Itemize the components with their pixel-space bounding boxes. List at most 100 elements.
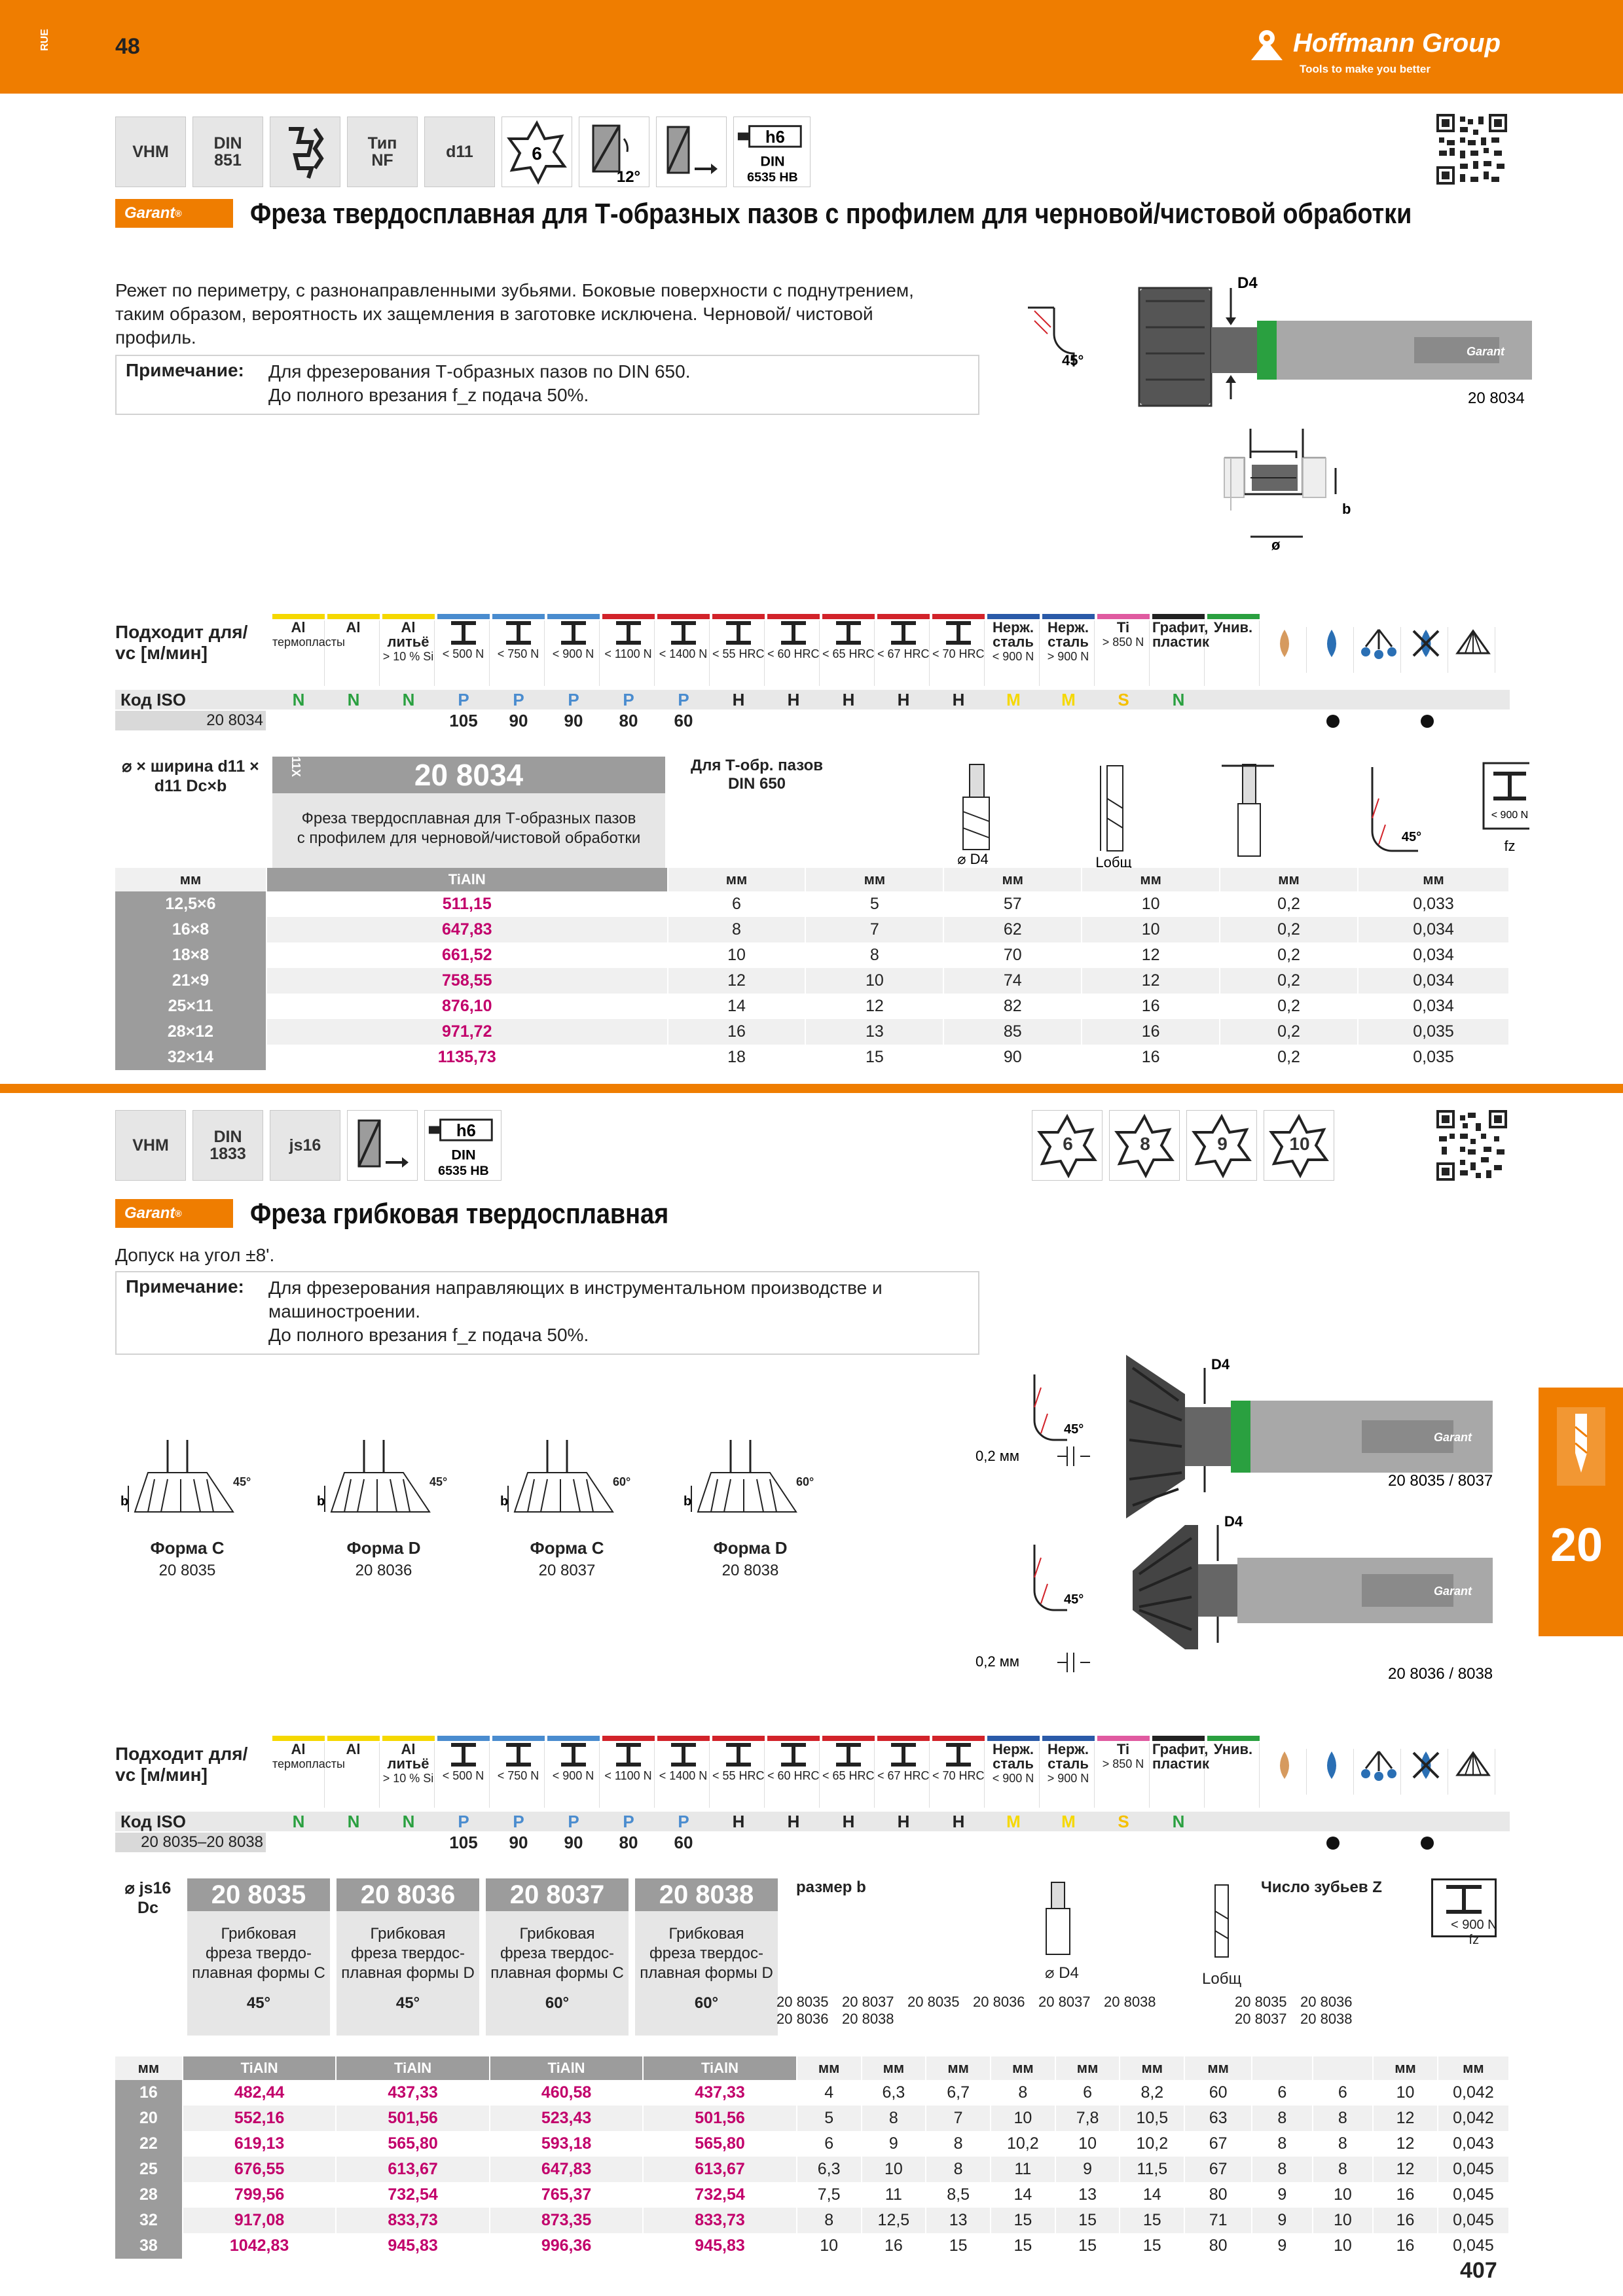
suit-col: Графит, пластик — [1152, 620, 1209, 686]
iso-code: H — [897, 1812, 910, 1831]
suit-col: Al — [327, 620, 380, 686]
suit-col: Al литьё> 10 % Si — [382, 620, 435, 686]
price-cell[interactable]: 833,73 — [643, 2208, 797, 2233]
value-cell: 90 — [943, 1045, 1083, 1070]
iso-row-bg — [115, 690, 1510, 709]
value-cell: 6 — [1252, 2080, 1313, 2106]
price-cell[interactable]: 647,83 — [489, 2157, 644, 2182]
price-cell[interactable]: 661,52 — [266, 942, 668, 968]
price-cell[interactable]: 552,16 — [182, 2106, 337, 2131]
price-cell[interactable]: 676,55 — [182, 2157, 337, 2182]
coating-header: TiAlN — [643, 2056, 797, 2080]
price-cell[interactable]: 523,43 — [489, 2106, 644, 2131]
size-cell: 18×8 — [115, 942, 267, 968]
suit-col: Унив. — [1207, 1742, 1260, 1808]
sub-header: 20 8037 20 8038 — [842, 1994, 894, 2027]
tooth-count-10-icon: 10 — [1264, 1110, 1334, 1181]
price-cell[interactable]: 511,15 — [266, 891, 668, 917]
price-cell[interactable]: 593,18 — [489, 2131, 644, 2157]
tooth-count-label: 8 — [1140, 1134, 1150, 1154]
size-cell: 20 — [115, 2106, 183, 2131]
badge-js16: js16 — [270, 1110, 340, 1181]
steel-beam-icon — [932, 1742, 984, 1768]
suit-col-sub: < 750 N — [497, 647, 539, 660]
suit-color-stripe — [712, 614, 765, 619]
price-cell[interactable]: 565,80 — [336, 2131, 490, 2157]
price-cell[interactable]: 501,56 — [336, 2106, 490, 2131]
price-cell[interactable]: 917,08 — [182, 2208, 337, 2233]
price-cell[interactable]: 1042,83 — [182, 2233, 337, 2259]
price-cell[interactable]: 732,54 — [336, 2182, 490, 2208]
badge-vhm-2: VHM — [115, 1110, 186, 1181]
price-cell[interactable]: 565,80 — [643, 2131, 797, 2157]
price-cell[interactable]: 799,56 — [182, 2182, 337, 2208]
price-cell[interactable]: 765,37 — [489, 2182, 644, 2208]
unit — [1312, 2056, 1374, 2080]
coolant-icon — [1309, 627, 1354, 673]
price-cell[interactable]: 945,83 — [336, 2233, 490, 2259]
price-cell[interactable]: 619,13 — [182, 2131, 337, 2157]
value-cell: 16 — [1373, 2208, 1438, 2233]
price-cell[interactable]: 945,83 — [643, 2233, 797, 2259]
value-cell: 12 — [1373, 2157, 1438, 2182]
price-cell[interactable]: 460,58 — [489, 2080, 644, 2106]
price-cell[interactable]: 996,36 — [489, 2233, 644, 2259]
suit-col: < 1100 N — [602, 1742, 655, 1808]
price-cell[interactable]: 613,67 — [643, 2157, 797, 2182]
steel-beam-icon — [657, 1742, 709, 1768]
iso-code: P — [458, 690, 469, 709]
value-cell: 0,045 — [1437, 2157, 1510, 2182]
suitability-dot — [1326, 1837, 1340, 1850]
suit-col: < 65 HRC — [822, 620, 875, 686]
price-cell[interactable]: 1135,73 — [266, 1045, 668, 1070]
price-cell[interactable]: 876,10 — [266, 994, 668, 1019]
value-cell: 80 — [1184, 2182, 1253, 2208]
suit-color-stripe — [272, 614, 325, 619]
iso-code: P — [623, 690, 634, 709]
value-cell: 18 — [667, 1045, 807, 1070]
value-cell: 8 — [1252, 2157, 1313, 2182]
img2-gap-label: 0,2 мм — [976, 1448, 1019, 1464]
suit-col-title: Ti — [1116, 1741, 1130, 1757]
svg-text:b: b — [317, 1494, 325, 1509]
suitability-dot — [1326, 715, 1340, 728]
price-cell[interactable]: 971,72 — [266, 1019, 668, 1045]
tooth-count-label: 10 — [1289, 1134, 1310, 1154]
vc-value: 90 — [564, 711, 583, 730]
qr-code-icon[interactable] — [1436, 114, 1507, 185]
price-cell[interactable]: 873,35 — [489, 2208, 644, 2233]
price-cell[interactable]: 647,83 — [266, 917, 668, 942]
suit-col: < 900 N — [547, 620, 600, 686]
price-cell[interactable]: 501,56 — [643, 2106, 797, 2131]
price-cell[interactable]: 732,54 — [643, 2182, 797, 2208]
value-cell: 7,8 — [1055, 2106, 1121, 2131]
suit-col: < 750 N — [492, 1742, 545, 1808]
price-cell[interactable]: 437,33 — [643, 2080, 797, 2106]
suit-color-stripe — [1097, 1736, 1150, 1741]
size-cell: 12,5×6 — [115, 891, 267, 917]
hoffmann-logo[interactable]: Hoffmann Group Tools to make you better — [1247, 26, 1509, 79]
coating-header: TiAlN — [266, 868, 668, 891]
cutter-image-8035-8037: 45° 0,2 мм Garant D4 20 8035 / 8037 — [976, 1355, 1493, 1518]
steel-beam-icon — [547, 1742, 599, 1768]
value-cell: 8 — [796, 2208, 862, 2233]
value-cell: 82 — [943, 994, 1083, 1019]
qr-code-icon-2[interactable] — [1436, 1110, 1507, 1181]
drill-icon — [1557, 1407, 1605, 1486]
steel-beam-icon — [492, 1742, 544, 1768]
price-cell[interactable]: 482,44 — [182, 2080, 337, 2106]
suit-col: < 60 HRC — [767, 1742, 820, 1808]
suit-col: Нерж. сталь< 900 N — [987, 620, 1040, 686]
price-cell[interactable]: 437,33 — [336, 2080, 490, 2106]
price-cell[interactable]: 758,55 — [266, 968, 668, 994]
chapter-tab[interactable]: 20 — [1539, 1388, 1623, 1636]
form-code: 20 8037 — [538, 1562, 596, 1579]
suit-color-stripe — [822, 614, 875, 619]
price-cell[interactable]: 833,73 — [336, 2208, 490, 2233]
value-cell: 9 — [1252, 2233, 1313, 2259]
price-cell[interactable]: 613,67 — [336, 2157, 490, 2182]
suit-color-stripe — [327, 1736, 380, 1741]
